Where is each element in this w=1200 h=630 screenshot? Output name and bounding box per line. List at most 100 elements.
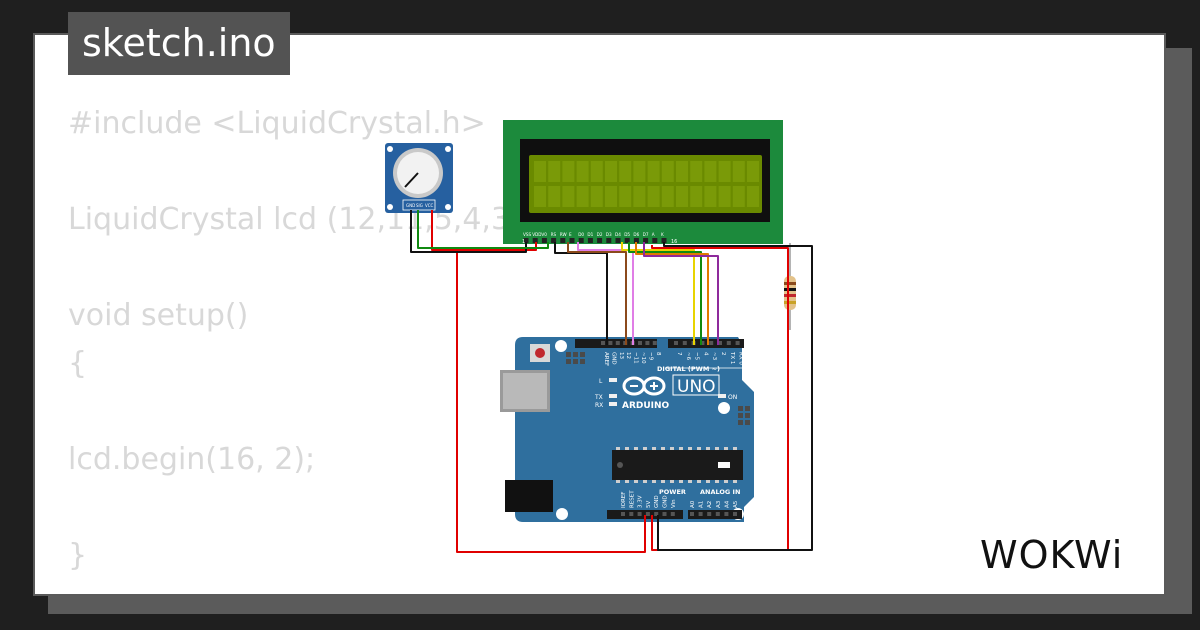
lcd-pin[interactable] xyxy=(569,238,575,243)
icsp-pin xyxy=(580,359,585,364)
lcd-pin[interactable] xyxy=(532,238,538,243)
lcd-pin[interactable] xyxy=(523,238,529,243)
digital-pin[interactable] xyxy=(601,341,605,345)
icsp-pin xyxy=(738,406,743,411)
board-model: UNO xyxy=(677,377,716,397)
power-pin[interactable] xyxy=(662,512,667,516)
digital-pin[interactable] xyxy=(700,341,705,345)
wire-purple xyxy=(643,242,719,345)
lcd-pin[interactable] xyxy=(633,238,639,243)
power-pin-label: IOREF xyxy=(621,492,627,508)
code-line: #include <LiquidCrystal.h> xyxy=(68,106,486,141)
digital-pin-label: 2 xyxy=(720,352,726,356)
lcd-cell xyxy=(704,186,717,207)
digital-pin-label: ~11 xyxy=(633,352,639,364)
digital-pin[interactable] xyxy=(726,341,731,345)
digital-pin-label: 12 xyxy=(625,352,631,359)
digital-pin-label: ~3 xyxy=(711,352,717,361)
lcd-cell xyxy=(590,161,603,182)
lcd-pin[interactable] xyxy=(606,238,612,243)
lcd-pin[interactable] xyxy=(560,238,566,243)
lcd-pin-label: VDD xyxy=(532,232,541,237)
icsp-pin xyxy=(738,413,743,418)
power-pin-label: GND xyxy=(654,495,660,508)
wokwi-logo[interactable]: WOKWi xyxy=(978,532,1150,578)
analog-pin[interactable] xyxy=(690,512,694,516)
lcd-pin[interactable] xyxy=(541,238,547,243)
lcd-cell xyxy=(605,186,617,207)
icsp-pin xyxy=(738,420,743,425)
digital-pin[interactable] xyxy=(682,341,687,345)
power-pin[interactable] xyxy=(645,512,650,516)
lcd-pin[interactable] xyxy=(597,238,603,243)
lcd-cell xyxy=(605,161,617,182)
lcd-pin[interactable] xyxy=(643,238,649,243)
digital-pin-label: 4 xyxy=(702,352,708,356)
power-pin[interactable] xyxy=(670,512,675,516)
wires[interactable] xyxy=(410,210,813,553)
lcd-pin[interactable] xyxy=(652,238,658,243)
led-label: L xyxy=(599,378,603,385)
analog-pin[interactable] xyxy=(698,512,703,516)
digital-pin[interactable] xyxy=(674,341,678,345)
lcd-pin[interactable] xyxy=(587,238,593,243)
lcd-pin-end: 16 xyxy=(671,239,677,245)
power-pin[interactable] xyxy=(629,512,634,516)
digital-pin[interactable] xyxy=(718,341,722,345)
digital-pin[interactable] xyxy=(638,341,642,345)
lcd-pin-label: D2 xyxy=(597,232,603,237)
lcd-pin[interactable] xyxy=(661,238,667,243)
potentiometer[interactable]: GND SIG VCC xyxy=(385,143,453,213)
analog-pin[interactable] xyxy=(715,512,720,516)
wire-red xyxy=(431,210,537,251)
digital-pin-label: ~6 xyxy=(685,352,691,361)
analog-pin[interactable] xyxy=(724,512,729,516)
lcd-cell xyxy=(562,161,575,182)
analog-header-label: ANALOG IN xyxy=(700,488,740,496)
icsp-header xyxy=(738,406,750,425)
digital-header-label: DIGITAL (PWM ~) xyxy=(657,365,720,373)
arduino-logo xyxy=(622,376,666,396)
power-pin[interactable] xyxy=(637,512,642,516)
led-on xyxy=(718,394,726,398)
lcd-pin-label: D0 xyxy=(578,232,584,237)
analog-pin[interactable] xyxy=(707,512,712,516)
digital-pin[interactable] xyxy=(645,341,650,345)
analog-pin-label: A2 xyxy=(707,501,713,508)
lcd-pin[interactable] xyxy=(551,238,557,243)
digital-pin-label: 7 xyxy=(676,352,682,356)
lcd-cell xyxy=(718,186,731,207)
digital-pin[interactable] xyxy=(735,341,740,345)
file-tab[interactable]: sketch.ino xyxy=(68,12,290,75)
resistor[interactable] xyxy=(784,243,796,330)
digital-pin-label: ~10 xyxy=(640,352,646,364)
digital-pin-label: ~9 xyxy=(647,352,653,361)
digital-pin-label: RX 0 xyxy=(738,352,744,365)
digital-pin[interactable] xyxy=(709,341,714,345)
digital-pin[interactable] xyxy=(652,341,657,345)
wire-brown xyxy=(567,242,627,345)
digital-pin[interactable] xyxy=(615,341,620,345)
lcd-pin[interactable] xyxy=(624,238,630,243)
icsp-pin xyxy=(573,352,578,357)
lcd-pin[interactable] xyxy=(615,238,621,243)
digital-pin-label: GND xyxy=(610,352,616,365)
lcd-pin-label: E xyxy=(569,232,572,237)
icsp-pin xyxy=(573,359,578,364)
lcd-pin[interactable] xyxy=(578,238,584,243)
lcd-cell xyxy=(619,161,632,182)
lcd-cells xyxy=(534,161,759,207)
power-pin[interactable] xyxy=(654,512,659,516)
digital-pin[interactable] xyxy=(608,341,613,345)
power-pin[interactable] xyxy=(621,512,625,516)
analog-pin-label: A5 xyxy=(733,500,739,508)
analog-pin[interactable] xyxy=(733,512,737,516)
icsp-pin xyxy=(566,359,571,364)
digital-pin-label: 13 xyxy=(618,352,624,359)
led-label: RX xyxy=(595,402,603,409)
